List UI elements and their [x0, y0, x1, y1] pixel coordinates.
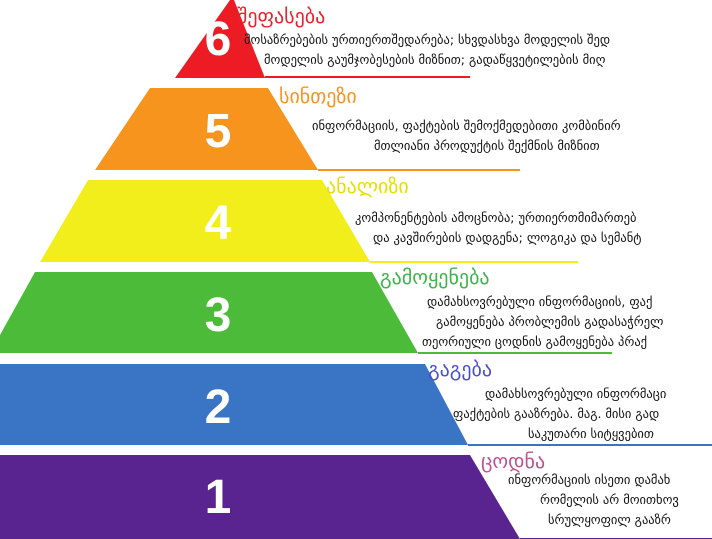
level-6-title: შეფასება: [237, 4, 326, 28]
level-3-number: 3: [204, 289, 232, 342]
level-3-description: დამახსოვრებული ინფორმაციის, ფაქ გამოყენე…: [422, 292, 663, 352]
desc-line: და კავშირების დადგენა; ლოგიკა და სემანტ: [373, 230, 642, 245]
level-5-description: ინფორმაციის, ფაქტების შემოქმედებითი კომბ…: [312, 116, 621, 156]
level-6-band: [175, 0, 265, 78]
level-4-band: [40, 180, 370, 262]
level-3-band: [0, 272, 418, 353]
desc-line: ინფორმაციის ისეთი დამახ: [508, 472, 671, 487]
level-1-band: [0, 455, 520, 539]
level-4-description: კომპონენტების ამოცნობა; ურთიერთმიმართებ …: [355, 208, 641, 248]
desc-line: ფაქტების გააზრება. მაგ. მისი გად: [453, 406, 660, 421]
level-5-band: [95, 88, 318, 170]
level-6-description: მოსაზრებების ურთიერთშედარება; სხვდასხვა …: [244, 30, 610, 70]
level-3-title: გამოყენება: [380, 265, 490, 289]
desc-line: მთლიანი პროდუქტის შექმნის მიზნით: [374, 138, 600, 153]
level-2-number: 2: [204, 381, 232, 434]
desc-line: თეორიული ცოდნის გამოყენება პრაქ: [422, 334, 648, 349]
level-5-title: სინთეზი: [279, 84, 357, 108]
desc-line: მოსაზრებების ურთიერთშედარება; სხვდასხვა …: [244, 32, 611, 47]
desc-line: გამოყენება პრობლემის გადასაჭრელ: [436, 314, 664, 329]
desc-line: დამახსოვრებული ინფორმაციის, ფაქ: [427, 294, 653, 309]
level-4-title: ანალიზი: [326, 174, 409, 198]
desc-line: დამახსოვრებული ინფორმაცი: [485, 386, 667, 401]
level-2-title: გაგება: [428, 357, 493, 381]
level-2-band: [0, 364, 468, 445]
level-1-title: ცოდნა: [481, 449, 546, 473]
level-1-number: 1: [204, 471, 232, 524]
desc-line: კომპონენტების ამოცნობა; ურთიერთმიმართებ: [355, 210, 637, 225]
level-6-number: 6: [204, 13, 232, 66]
desc-line: სრულყოფილ გააზრ: [548, 512, 671, 527]
desc-line: საკუთარი სიტყვებით: [528, 426, 654, 441]
level-2-description: დამახსოვრებული ინფორმაცი ფაქტების გააზრე…: [453, 384, 666, 444]
level-4-number: 4: [204, 197, 232, 250]
desc-line: რომელის არ მოითხოვ: [540, 492, 679, 507]
level-1-description: ინფორმაციის ისეთი დამახ რომელის არ მოითხ…: [508, 470, 679, 530]
desc-line: მოდელის გაუმჯობესების მიზნით; გადაწყვეტი…: [264, 52, 606, 67]
level-5-number: 5: [204, 105, 232, 158]
desc-line: ინფორმაციის, ფაქტების შემოქმედებითი კომბ…: [312, 118, 621, 133]
